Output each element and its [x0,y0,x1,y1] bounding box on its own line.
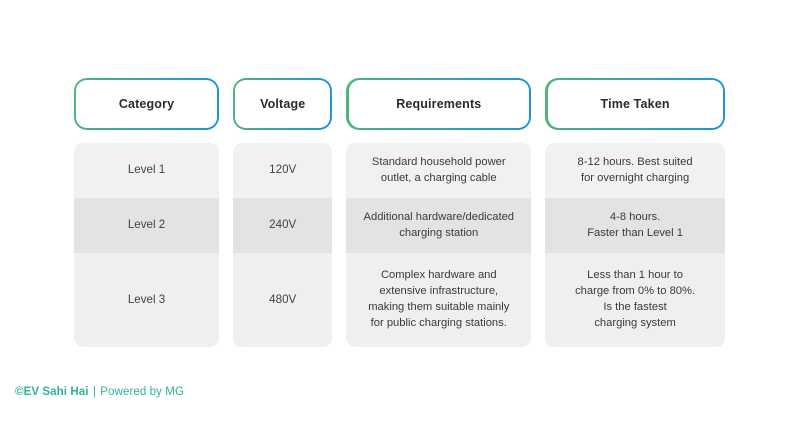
table-cell: 480V [233,253,333,347]
column-header-label: Voltage [260,96,306,111]
footer-powered-by: Powered by MG [100,386,185,398]
table-column-voltage: Voltage 120V 240V 480V [233,78,333,347]
cell-text: Level 1 [127,163,166,177]
column-header-category-inner: Category [76,80,217,128]
table-cell: Complex hardware and extensive infrastru… [346,253,532,347]
table-column-requirements: Requirements Standard household power ou… [346,78,532,347]
column-header-time-taken-inner: Time Taken [547,80,723,128]
table-column-time-taken: Time Taken 8-12 hours. Best suited for o… [545,78,725,347]
table-cell: 4-8 hours. Faster than Level 1 [545,198,725,253]
column-body-category: Level 1 Level 2 Level 3 [74,143,220,347]
cell-text: Level 2 [127,218,166,232]
table-cell: Additional hardware/dedicated charging s… [346,198,532,253]
column-header-label: Time Taken [600,96,670,111]
table-cell: 240V [233,198,333,253]
column-header-voltage-inner: Voltage [235,80,330,128]
table-cell: Standard household power outlet, a charg… [346,143,532,198]
cell-text: 120V [269,163,297,177]
column-header-label: Requirements [396,96,482,111]
footer-separator: | [92,386,96,398]
table-cell: Less than 1 hour to charge from 0% to 80… [545,253,725,347]
cell-text: Standard household power outlet, a charg… [371,155,506,184]
column-header-category: Category [74,78,220,130]
column-body-time-taken: 8-12 hours. Best suited for overnight ch… [545,143,725,347]
cell-text: Additional hardware/dedicated charging s… [363,210,515,239]
column-header-requirements-inner: Requirements [348,80,529,128]
column-body-requirements: Standard household power outlet, a charg… [346,143,532,347]
table-cell: Level 2 [74,198,220,253]
cell-text: Complex hardware and extensive infrastru… [368,269,510,329]
table-column-category: Category Level 1 Level 2 Level 3 [74,78,220,347]
table-cell: Level 1 [74,143,220,198]
table-cell: 8-12 hours. Best suited for overnight ch… [545,143,725,198]
footer-brand: ©EV Sahi Hai [15,386,89,398]
column-header-label: Category [118,96,175,111]
cell-text: 480V [269,292,297,306]
column-header-requirements: Requirements [346,78,532,130]
column-header-time-taken: Time Taken [545,78,725,130]
table-cell: Level 3 [74,253,220,347]
column-header-voltage: Voltage [233,78,333,130]
cell-text: Level 3 [127,292,166,306]
cell-text: 240V [269,218,297,232]
footer-attribution: ©EV Sahi Hai | Powered by MG [15,386,184,398]
table-cell: 120V [233,143,333,198]
cell-text: Less than 1 hour to charge from 0% to 80… [575,269,696,329]
cell-text: 4-8 hours. Faster than Level 1 [587,210,683,239]
comparison-table: Category Level 1 Level 2 Level 3 Voltage [74,78,725,347]
column-body-voltage: 120V 240V 480V [233,143,333,347]
cell-text: 8-12 hours. Best suited for overnight ch… [577,155,693,184]
